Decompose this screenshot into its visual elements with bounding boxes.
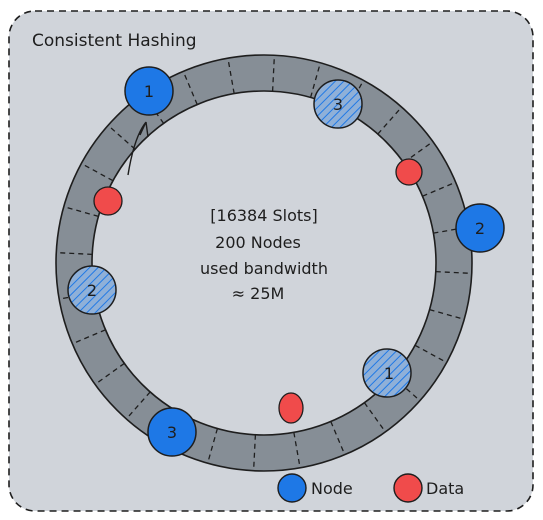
slot-divider [63,206,99,218]
slot-divider [94,362,125,385]
slot-divider [363,402,386,433]
slot-divider [271,55,276,92]
slot-divider [377,106,403,135]
slot-divider [72,329,106,345]
legend-data-label: Data [426,479,464,498]
slot-divider [392,376,421,402]
slot-divider [422,181,456,197]
node-2-solid: 2 [455,203,505,253]
node-2-hatched: 2 [67,265,117,315]
node-label: 2 [87,281,97,300]
slot-divider [429,308,465,320]
data-point [278,392,304,424]
slot-divider [227,58,235,94]
legend-data-swatch [393,473,423,503]
slot-divider [309,62,321,98]
hash-ring-band [56,55,472,471]
node-3-hatched: 3 [313,79,363,129]
slot-divider [56,251,93,256]
slot-divider [345,80,365,113]
data-point [93,186,123,216]
slot-divider [252,434,257,471]
bandwidth-label-text: used bandwidth [200,259,328,278]
slot-divider [182,71,198,105]
slot-divider [414,344,447,364]
nodes-count-text: 200 Nodes [215,233,301,252]
slot-divider [293,432,301,468]
slot-divider [330,421,346,455]
node-label: 1 [144,82,154,101]
diagram-title: Consistent Hashing [32,31,197,51]
node-label: 3 [167,423,177,442]
legend: Node Data [277,473,464,503]
node-label: 2 [475,219,485,238]
legend-node-swatch [277,473,307,503]
bandwidth-value-text: ≈ 25M [232,284,285,303]
slot-divider [403,141,434,164]
data-point [395,158,423,186]
slot-divider [207,428,219,464]
legend-node-label: Node [311,479,353,498]
node-label: 1 [384,364,394,383]
node-1-hatched: 1 [362,348,412,398]
slot-divider [107,124,136,150]
slot-divider [81,162,114,182]
slot-divider [435,270,472,275]
slots-count-text: [16384 Slots] [210,206,317,225]
direction-arrow [127,121,149,176]
ring-summary: [16384 Slots] 200 Nodes used bandwidth ≈… [200,206,328,303]
node-label: 3 [333,95,343,114]
slot-divider [125,391,151,420]
node-1-solid: 1 [124,66,174,116]
node-3-solid: 3 [147,407,197,457]
